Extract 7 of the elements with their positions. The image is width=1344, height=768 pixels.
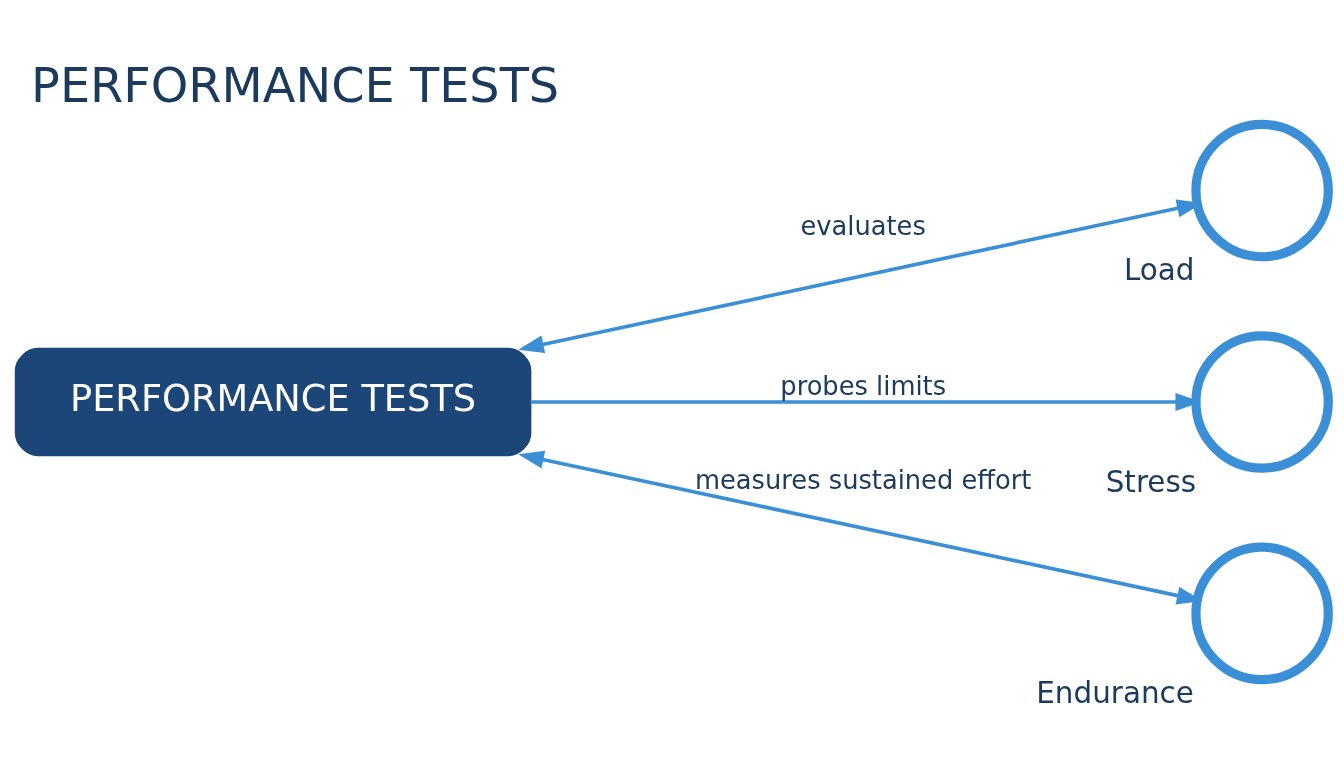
edge-label: evaluates xyxy=(800,210,926,241)
edge-label: probes limits xyxy=(780,370,947,401)
edge-label: measures sustained effort xyxy=(694,464,1032,495)
node-label: Stress xyxy=(1105,464,1197,499)
node-label: Endurance xyxy=(1036,675,1194,710)
diagram-title: PERFORMANCE TESTS xyxy=(31,57,560,113)
node-label: Load xyxy=(1123,252,1195,287)
